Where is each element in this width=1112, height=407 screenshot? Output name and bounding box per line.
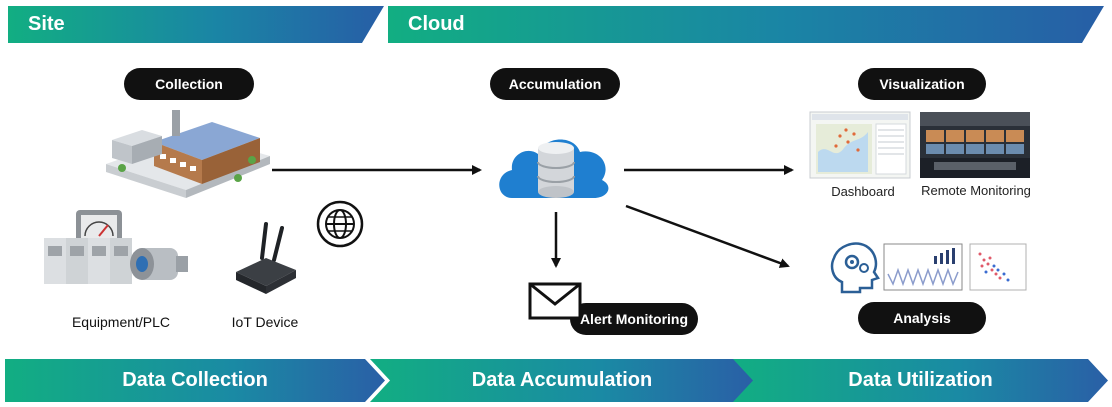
analysis-pill: Analysis [858, 302, 986, 334]
motor-icon [130, 248, 188, 280]
arrow-to-analysis [625, 204, 790, 268]
collection-pill: Collection [124, 68, 254, 100]
equipment-caption: Equipment/PLC [71, 314, 171, 330]
cloud-database-icon [499, 139, 609, 198]
iot-router-icon [236, 222, 296, 294]
site-banner: Site [8, 6, 384, 43]
step-data-utilization: Data Utilization [733, 359, 1108, 402]
factory-icon [106, 110, 270, 198]
cloud-banner: Cloud [388, 6, 1104, 43]
analysis-scatter-chart [969, 243, 1027, 291]
iot-device-caption: IoT Device [231, 314, 299, 330]
cloud-label: Cloud [408, 13, 465, 35]
visualization-pill: Visualization [858, 68, 986, 100]
step-data-collection: Data Collection [5, 359, 385, 402]
remote-monitoring-thumbnail [920, 112, 1030, 178]
accumulation-pill: Accumulation [490, 68, 620, 100]
dashboard-thumbnail [809, 111, 911, 179]
head-gears-icon [830, 242, 880, 294]
analysis-wave-chart [883, 243, 963, 291]
plc-equipment-icon [44, 210, 188, 284]
alert-monitoring-pill: Alert Monitoring [570, 303, 698, 335]
step-data-accumulation: Data Accumulation [370, 359, 754, 402]
remote-monitoring-caption: Remote Monitoring [921, 183, 1031, 198]
dashboard-caption: Dashboard [831, 184, 895, 199]
globe-icon [316, 200, 364, 248]
site-label: Site [28, 13, 65, 35]
mail-envelope-icon [528, 282, 582, 320]
